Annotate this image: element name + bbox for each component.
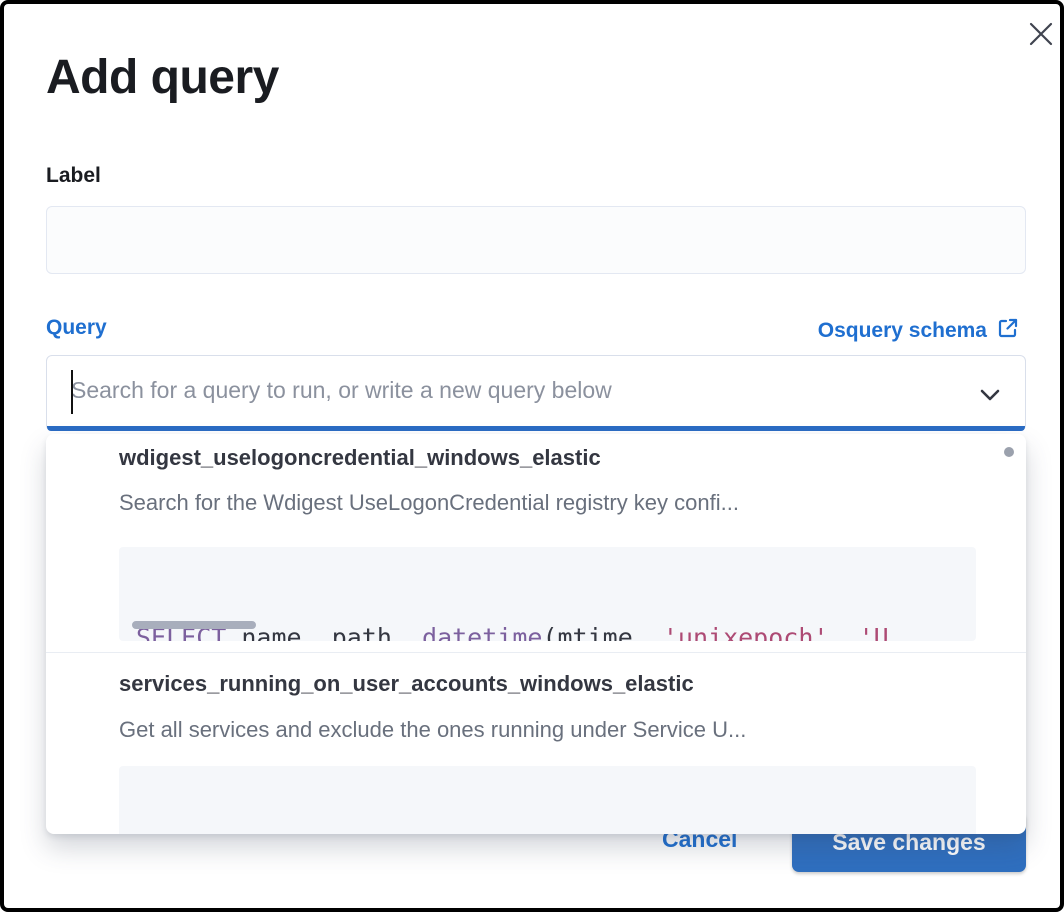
option-sql-preview: SELECT description, display_name, name, …	[119, 766, 976, 834]
text-caret	[71, 370, 73, 414]
option-title: services_running_on_user_accounts_window…	[119, 671, 694, 696]
query-option-services-running[interactable]: services_running_on_user_accounts_window…	[46, 653, 1026, 834]
focus-underline	[47, 426, 1025, 431]
query-search-input[interactable]	[47, 356, 1025, 430]
external-link-icon	[996, 316, 1020, 346]
query-field-label: Query	[46, 316, 107, 339]
close-icon	[1028, 21, 1054, 50]
option-sql-preview: SELECT name, path, datetime(mtime, 'unix…	[119, 547, 976, 641]
osquery-schema-link-label: Osquery schema	[817, 319, 987, 342]
option-description: Get all services and exclude the ones ru…	[119, 717, 747, 742]
label-input[interactable]	[46, 206, 1026, 274]
vertical-scrollbar-thumb[interactable]	[1004, 447, 1014, 457]
modal-title: Add query	[46, 51, 279, 104]
query-option-wdigest[interactable]: wdigest_uselogoncredential_windows_elast…	[46, 434, 1026, 652]
close-button[interactable]	[1022, 16, 1060, 54]
option-title: wdigest_uselogoncredential_windows_elast…	[119, 445, 601, 470]
osquery-schema-link[interactable]: Osquery schema	[818, 316, 1020, 346]
option-description: Search for the Wdigest UseLogonCredentia…	[119, 490, 739, 515]
label-field-label: Label	[46, 164, 101, 187]
query-options-dropdown: wdigest_uselogoncredential_windows_elast…	[46, 434, 1026, 834]
option-divider	[46, 652, 1026, 653]
query-combobox	[46, 355, 1026, 431]
horizontal-scrollbar-thumb[interactable]	[132, 621, 256, 629]
